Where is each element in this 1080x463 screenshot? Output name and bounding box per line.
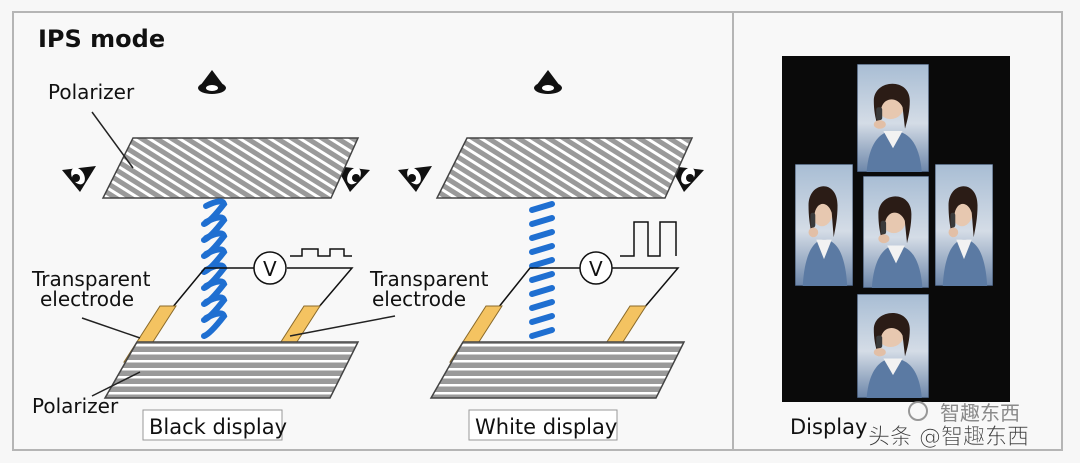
electrode-leader-left: [81, 317, 141, 339]
watermark-line2: 头条 @智趣东西: [868, 425, 1029, 450]
bottom-polarizer: [103, 341, 360, 399]
eye-icon-left: [62, 166, 96, 192]
white-display-caption: White display: [475, 415, 617, 439]
voltmeter-left: V: [253, 251, 287, 285]
diagram-title: IPS mode: [38, 25, 165, 53]
eye-icon-left-2: [398, 166, 432, 192]
watermark-logo-icon: [908, 401, 928, 421]
photo-bottom: [857, 294, 929, 398]
voltmeter-right: V: [579, 251, 613, 285]
voltmeter-label-left: V: [263, 257, 277, 281]
polarizer-leader-top: [91, 111, 134, 169]
black-display-caption: Black display: [149, 415, 287, 439]
square-wave-icon-low: [290, 248, 352, 257]
watermark: 智趣东西 头条 @智趣东西: [868, 401, 1029, 450]
photo-middle-right: [935, 164, 993, 286]
photo-middle-left: [795, 164, 853, 286]
eye-icon-top-2: [534, 70, 562, 94]
top-polarizer: [101, 137, 360, 199]
eye-icon-right-2: [670, 166, 704, 192]
black-display-caption-box: [142, 409, 283, 441]
circuit-wires-right: [497, 267, 680, 309]
transparent-electrode-left-l2: electrode: [40, 287, 134, 311]
photo-middle-center: [863, 176, 929, 288]
transparent-electrode-left-l1: Transparent: [31, 267, 151, 291]
polarizer-leader-bottom: [91, 371, 141, 397]
display-caption-partial: Display: [790, 415, 867, 439]
electrode-leader-right: [289, 315, 396, 337]
circuit-wires-left: [171, 267, 354, 309]
watermark-line1: 智趣东西: [940, 401, 1020, 425]
black-display-diagram: Polarizer V Transparent: [31, 70, 489, 441]
photo-top: [857, 64, 929, 172]
top-polarizer-2: [435, 137, 694, 199]
eye-icon-right: [336, 166, 370, 192]
transparent-electrode-right-l2: electrode: [372, 287, 466, 311]
white-display-caption-box: [468, 409, 618, 441]
transparent-electrode-right-l1: Transparent: [369, 267, 489, 291]
square-wave-icon-high: [620, 221, 677, 257]
eye-icon-top: [198, 70, 226, 94]
polarizer-label-bottom: Polarizer: [32, 394, 119, 418]
white-display-diagram: V White display: [398, 70, 704, 441]
bottom-polarizer-2: [429, 341, 686, 399]
liquid-crystal-aligned: [529, 201, 555, 339]
voltmeter-label-right: V: [589, 257, 603, 281]
viewing-angle-panel: Display: [782, 56, 1010, 439]
polarizer-label-top: Polarizer: [48, 80, 135, 104]
